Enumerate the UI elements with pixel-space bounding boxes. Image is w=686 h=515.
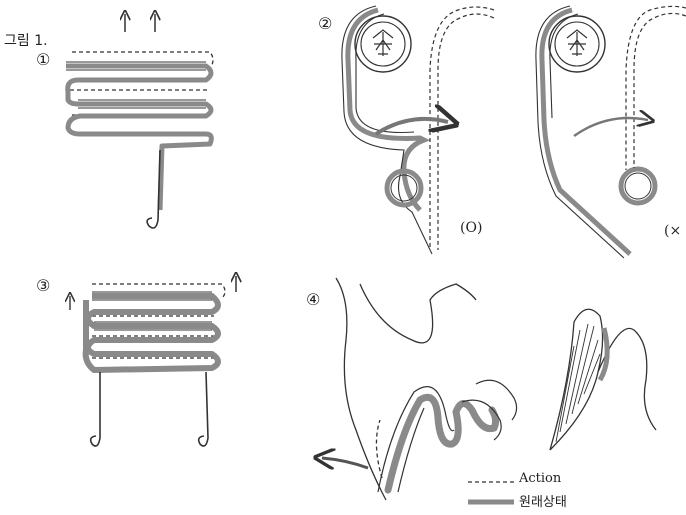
coil-inner-line (66, 62, 206, 108)
original-coil (86, 296, 218, 370)
panel-number-4: ④ (306, 290, 320, 309)
original-coil (66, 66, 211, 210)
bud-flower (567, 30, 587, 56)
stem-outline (336, 278, 476, 500)
vine-solid (348, 10, 424, 210)
twist-arrow (574, 118, 648, 136)
left-arrow (322, 458, 368, 468)
panel-2-correct (342, 6, 494, 254)
legend (468, 482, 514, 502)
legend-action-label: Action (519, 471, 561, 486)
vine-dashed (430, 7, 494, 250)
hatched-leaf-hatching (556, 324, 600, 442)
coil-hook (199, 372, 208, 446)
panel-number-3: ③ (36, 276, 50, 295)
vine-dashed (626, 6, 686, 170)
action-dashed (376, 420, 382, 478)
figure-title: 그림 1. (4, 30, 48, 50)
vine-loop (621, 169, 655, 203)
panel-4-tendril (322, 278, 656, 500)
panel-3-coil (70, 276, 236, 446)
vine-loop-outline (625, 173, 651, 199)
correct-mark: (O) (460, 220, 482, 236)
panel-number-1: ① (36, 50, 50, 69)
wrong-mark: (× (664, 223, 681, 239)
panel-2-wrong (536, 6, 686, 258)
tendril-outline (378, 380, 517, 492)
coil-hook (147, 150, 160, 228)
bud-flower (373, 30, 393, 56)
panel-1-coil (66, 14, 213, 228)
legend-original-label: 원래상태 (519, 491, 567, 510)
panel-number-2: ② (318, 14, 332, 33)
coil-hook (91, 372, 100, 446)
tendril-solid (388, 397, 496, 490)
